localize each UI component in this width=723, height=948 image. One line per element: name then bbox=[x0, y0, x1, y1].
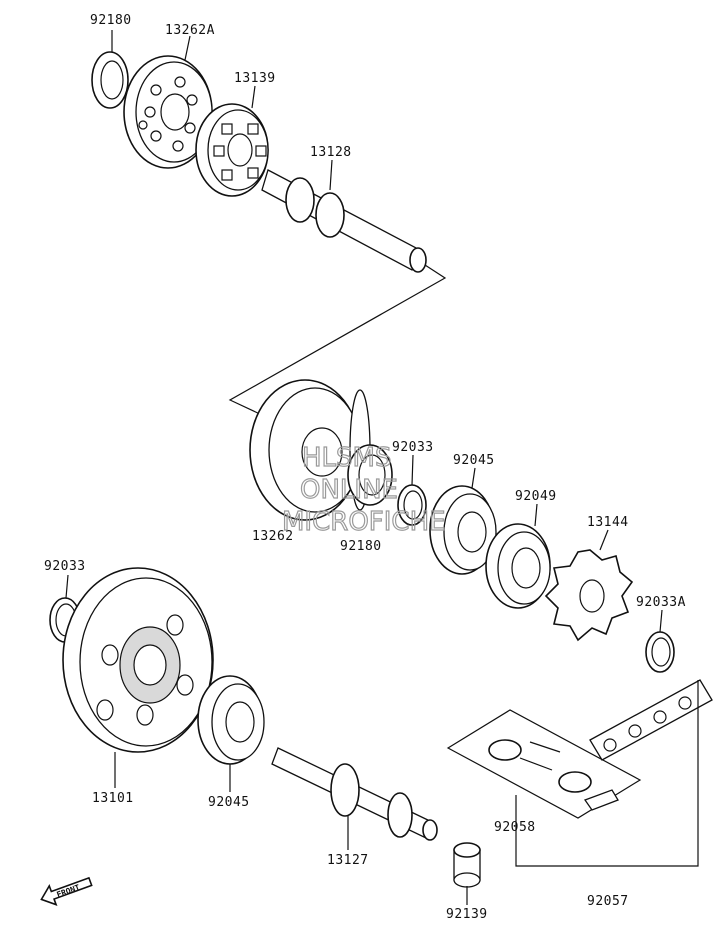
label-92033A: 92033A bbox=[636, 595, 686, 610]
part-92058-master-link[interactable] bbox=[446, 709, 642, 819]
label-92049: 92049 bbox=[515, 489, 557, 504]
label-13139: 13139 bbox=[234, 71, 276, 86]
part-92049-seal[interactable] bbox=[485, 523, 551, 609]
label-92045-mid: 92045 bbox=[453, 453, 495, 468]
leader-92057 bbox=[515, 680, 699, 867]
part-92033-circlip-mid[interactable] bbox=[397, 484, 427, 526]
part-92057-chain[interactable] bbox=[589, 679, 713, 761]
label-92139: 92139 bbox=[446, 907, 488, 922]
label-13144: 13144 bbox=[587, 515, 629, 530]
label-92058: 92058 bbox=[494, 820, 536, 835]
label-13101: 13101 bbox=[92, 791, 134, 806]
leader-13144 bbox=[599, 529, 609, 551]
label-13128: 13128 bbox=[310, 145, 352, 160]
part-13144-sprocket[interactable] bbox=[544, 549, 634, 642]
label-13127: 13127 bbox=[327, 853, 369, 868]
part-13101-gear[interactable] bbox=[62, 567, 214, 753]
label-92057: 92057 bbox=[587, 894, 629, 909]
watermark-line1: HLSMS bbox=[302, 443, 391, 473]
label-13262: 13262 bbox=[252, 529, 294, 544]
leader-92049 bbox=[534, 503, 538, 527]
guide-line-top bbox=[228, 264, 447, 416]
part-92180-washer-mid[interactable] bbox=[347, 444, 393, 506]
leader-92033b bbox=[65, 574, 69, 599]
part-13128-shaft[interactable] bbox=[261, 169, 427, 273]
watermark-line2: ONLINE bbox=[300, 475, 398, 505]
leader-13139 bbox=[251, 85, 256, 109]
part-13139-hub[interactable] bbox=[195, 103, 269, 197]
label-92180-top: 92180 bbox=[90, 13, 132, 28]
label-92180-mid: 92180 bbox=[340, 539, 382, 554]
part-92045-bearing-bottom[interactable] bbox=[197, 675, 265, 765]
leader-92033a bbox=[411, 454, 414, 486]
leader-92045a bbox=[471, 467, 476, 489]
part-13127-shaft[interactable] bbox=[271, 747, 438, 841]
label-13262A: 13262A bbox=[165, 23, 215, 38]
front-arrow-icon: FRONT bbox=[40, 876, 93, 907]
watermark: HLSMS ONLINE MICROFICHE bbox=[281, 442, 446, 537]
label-92033-mid: 92033 bbox=[392, 440, 434, 455]
label-92045-bottom: 92045 bbox=[208, 795, 250, 810]
leader-13128 bbox=[329, 159, 333, 191]
label-92033-bottom: 92033 bbox=[44, 559, 86, 574]
watermark-line3: MICROFICHE bbox=[282, 507, 446, 537]
part-92180-washer-top[interactable] bbox=[91, 51, 129, 109]
part-92033A-circlip[interactable] bbox=[645, 631, 675, 673]
part-13262-gear[interactable] bbox=[249, 379, 371, 521]
leader-13262A bbox=[184, 35, 191, 61]
part-92045-bearing-mid[interactable] bbox=[429, 485, 497, 575]
part-92139-collar[interactable] bbox=[453, 842, 481, 888]
leader-92033A bbox=[659, 609, 663, 633]
